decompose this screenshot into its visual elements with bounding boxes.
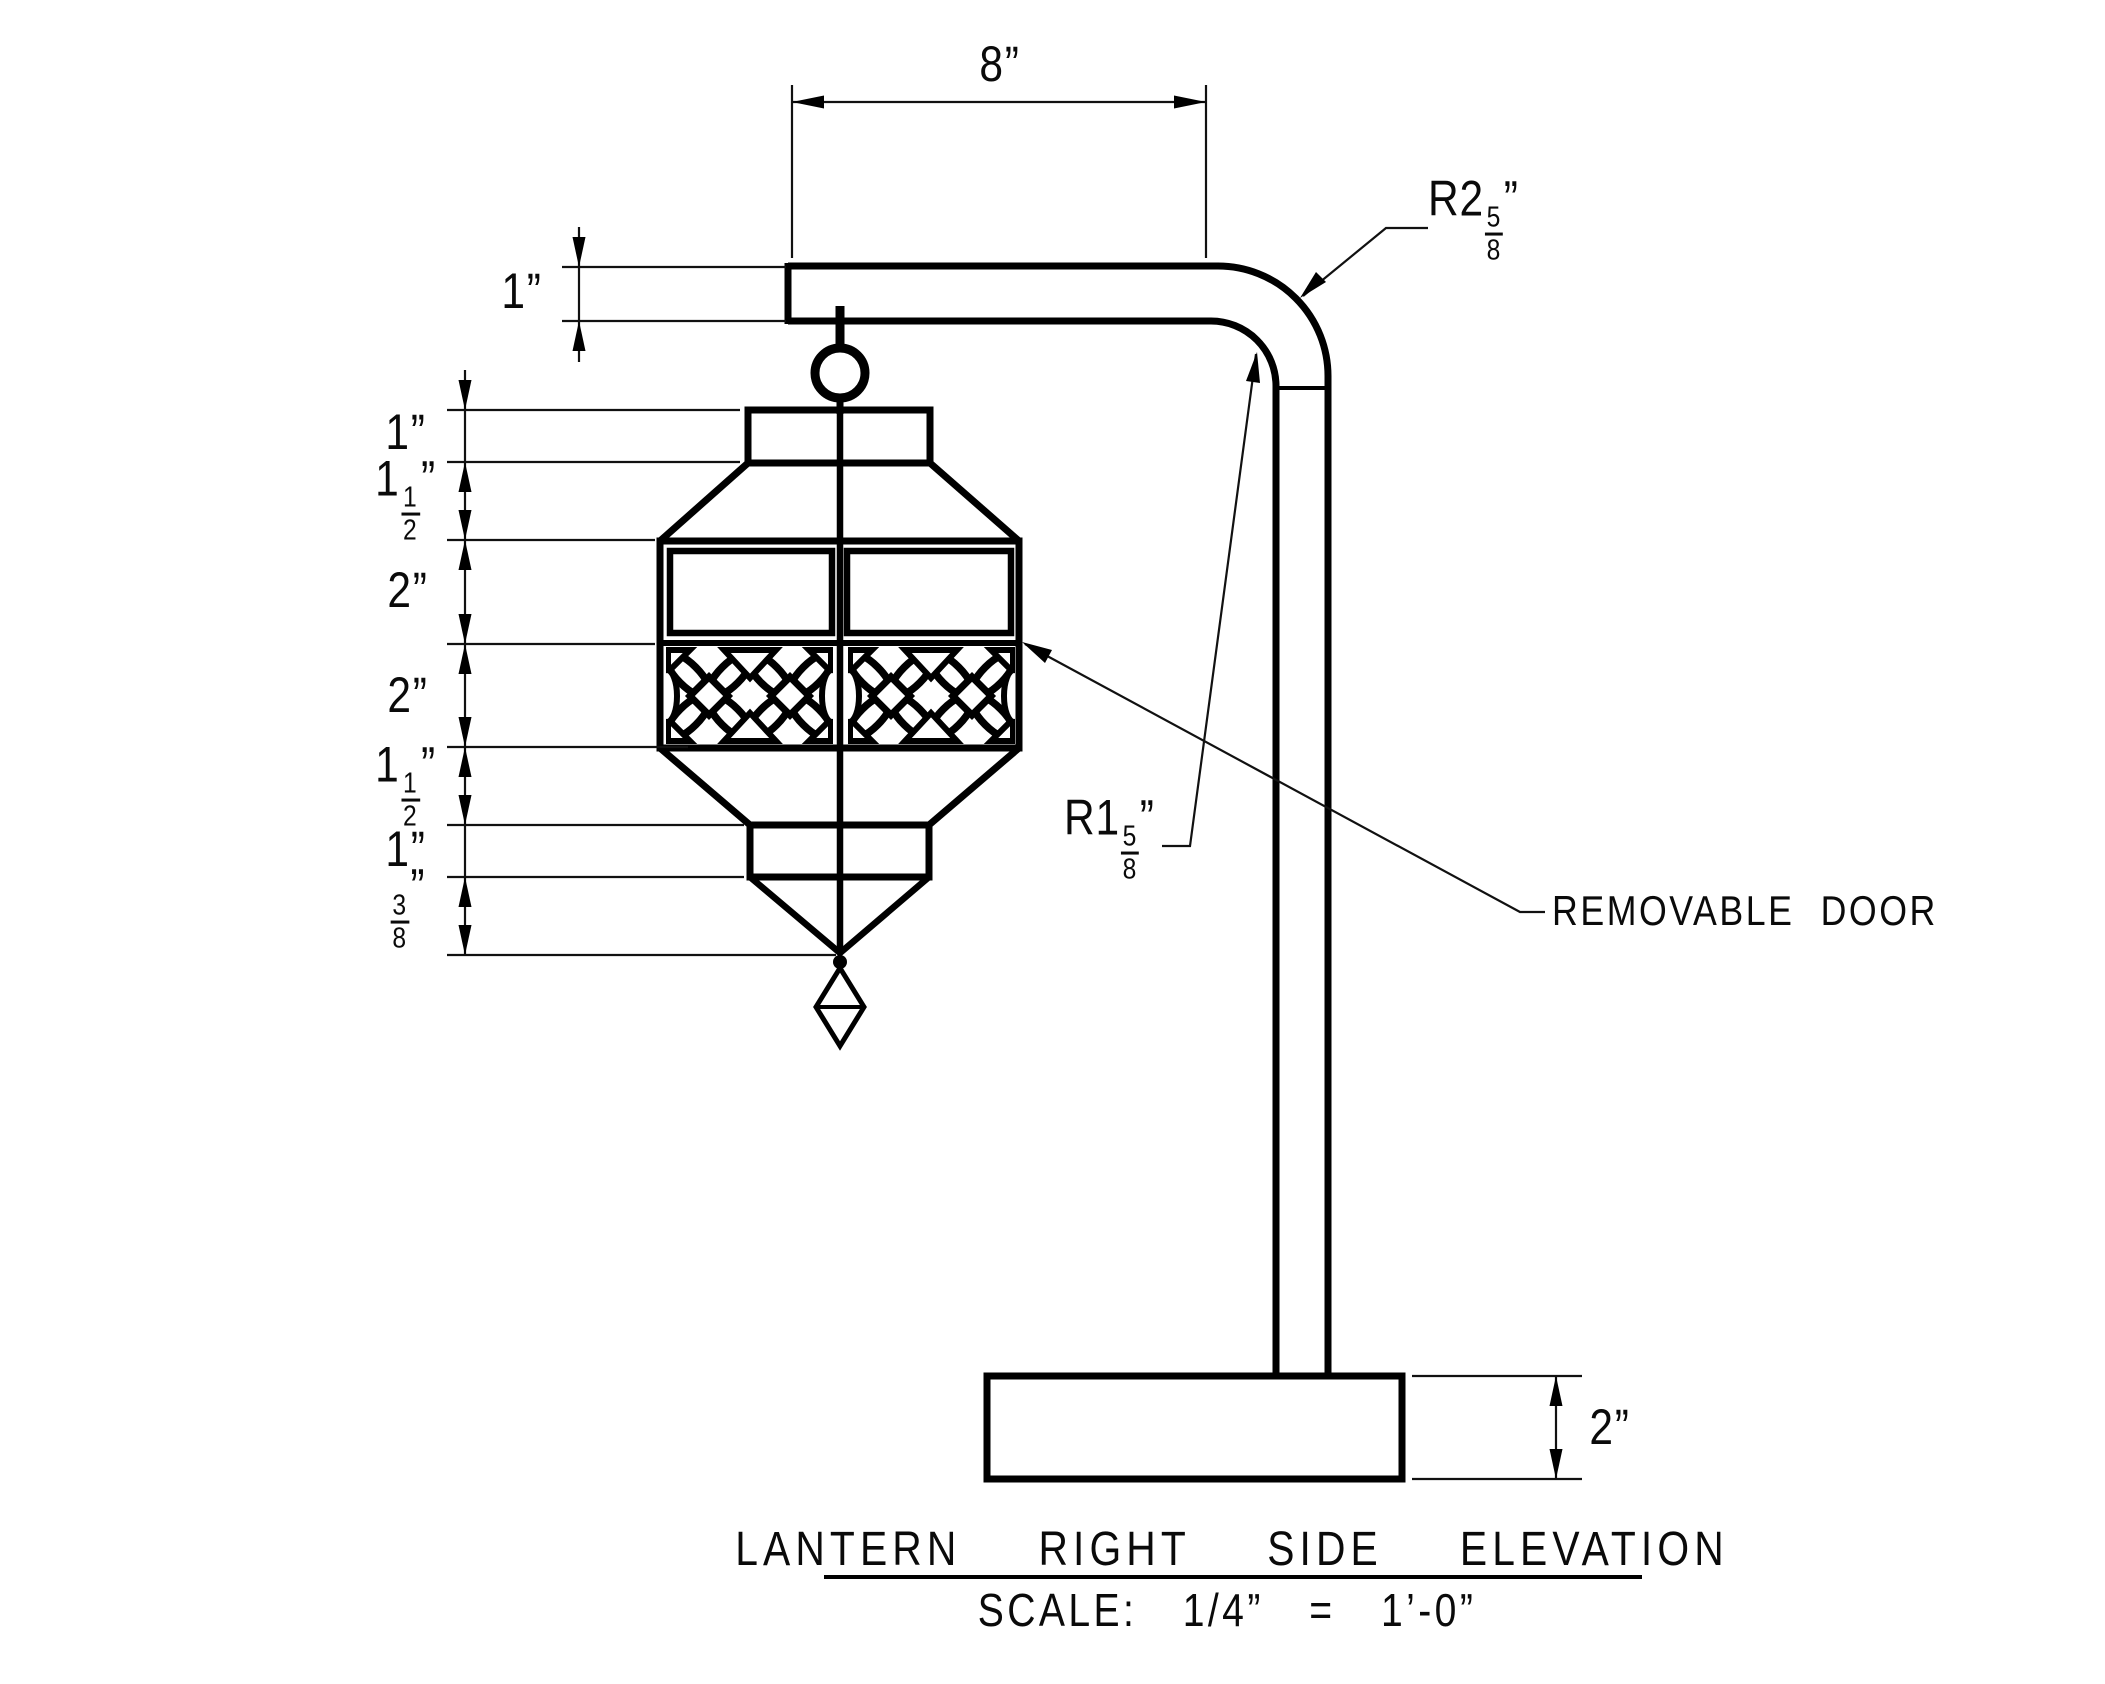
drawing-title: LANTERN RIGHT SIDE ELEVATION <box>735 1523 1729 1576</box>
glass-window-left <box>666 547 836 637</box>
radius-prefix: R1 <box>1064 789 1121 846</box>
fraction-numerator: 5 <box>1120 821 1139 856</box>
decorative-screen-left <box>666 647 833 744</box>
lower-slope-right <box>926 745 1022 828</box>
dimension-arm-thickness <box>562 227 786 362</box>
arm-inner-edge <box>788 317 1280 1376</box>
fraction-numerator: 1 <box>401 482 421 517</box>
inch-mark: ” <box>1503 170 1519 227</box>
whole-number: 1 <box>375 736 401 793</box>
stand-arm-and-post <box>784 262 1332 1376</box>
dim-top-width-label: 8” <box>979 36 1021 92</box>
inch-mark: ” <box>421 450 437 507</box>
lantern-lower-cap <box>746 821 933 881</box>
leader-radius-outer <box>1300 226 1428 298</box>
stack-dim-label-top-cap: 1” <box>385 404 427 460</box>
fraction-denominator: 2 <box>403 515 419 548</box>
dimension-stack-left <box>447 370 836 957</box>
lantern-cone <box>747 874 932 958</box>
ring <box>810 343 870 403</box>
lower-slope-left <box>657 745 753 828</box>
decorative-screen-right <box>848 647 1015 744</box>
arm-outer-edge <box>788 262 1332 1376</box>
radius-prefix: R2 <box>1428 170 1485 227</box>
inch-mark: ” <box>410 858 427 915</box>
drawing-scale-note: SCALE: 1/4” = 1’-0” <box>977 1584 1477 1636</box>
fraction-denominator: 8 <box>392 923 408 956</box>
glass-window-right <box>843 547 1015 637</box>
whole-number: 1 <box>375 450 401 507</box>
stack-dim-label-screen-panel: 2” <box>387 667 429 723</box>
inch-mark: ” <box>421 736 437 793</box>
lantern-top-cap <box>744 406 934 467</box>
fraction-numerator: 5 <box>1484 202 1503 237</box>
lantern <box>656 406 1023 1051</box>
stack-dim-label-lower-cap: 1” <box>385 821 427 877</box>
dimension-top-width <box>790 85 1208 258</box>
dimension-base-height <box>1412 1374 1582 1481</box>
dim-base-height-label: 2” <box>1589 1399 1631 1455</box>
inch-mark: ” <box>1139 789 1155 846</box>
leader-removable-door <box>1022 642 1545 914</box>
stand-base <box>983 1372 1406 1483</box>
fraction-numerator: 3 <box>390 890 410 925</box>
dim-arm-thickness-label: 1” <box>501 263 543 319</box>
removable-door-label: REMOVABLE DOOR <box>1552 887 1938 934</box>
upper-shoulder-right <box>927 460 1022 544</box>
stack-dim-label-glass-panel: 2” <box>387 562 429 618</box>
fraction-numerator: 1 <box>401 768 421 803</box>
leader-radius-inner <box>1162 352 1260 848</box>
fraction-denominator: 8 <box>1122 854 1138 887</box>
fraction-denominator: 2 <box>403 801 419 834</box>
fraction-denominator: 8 <box>1486 235 1502 268</box>
upper-shoulder-left <box>657 460 751 544</box>
